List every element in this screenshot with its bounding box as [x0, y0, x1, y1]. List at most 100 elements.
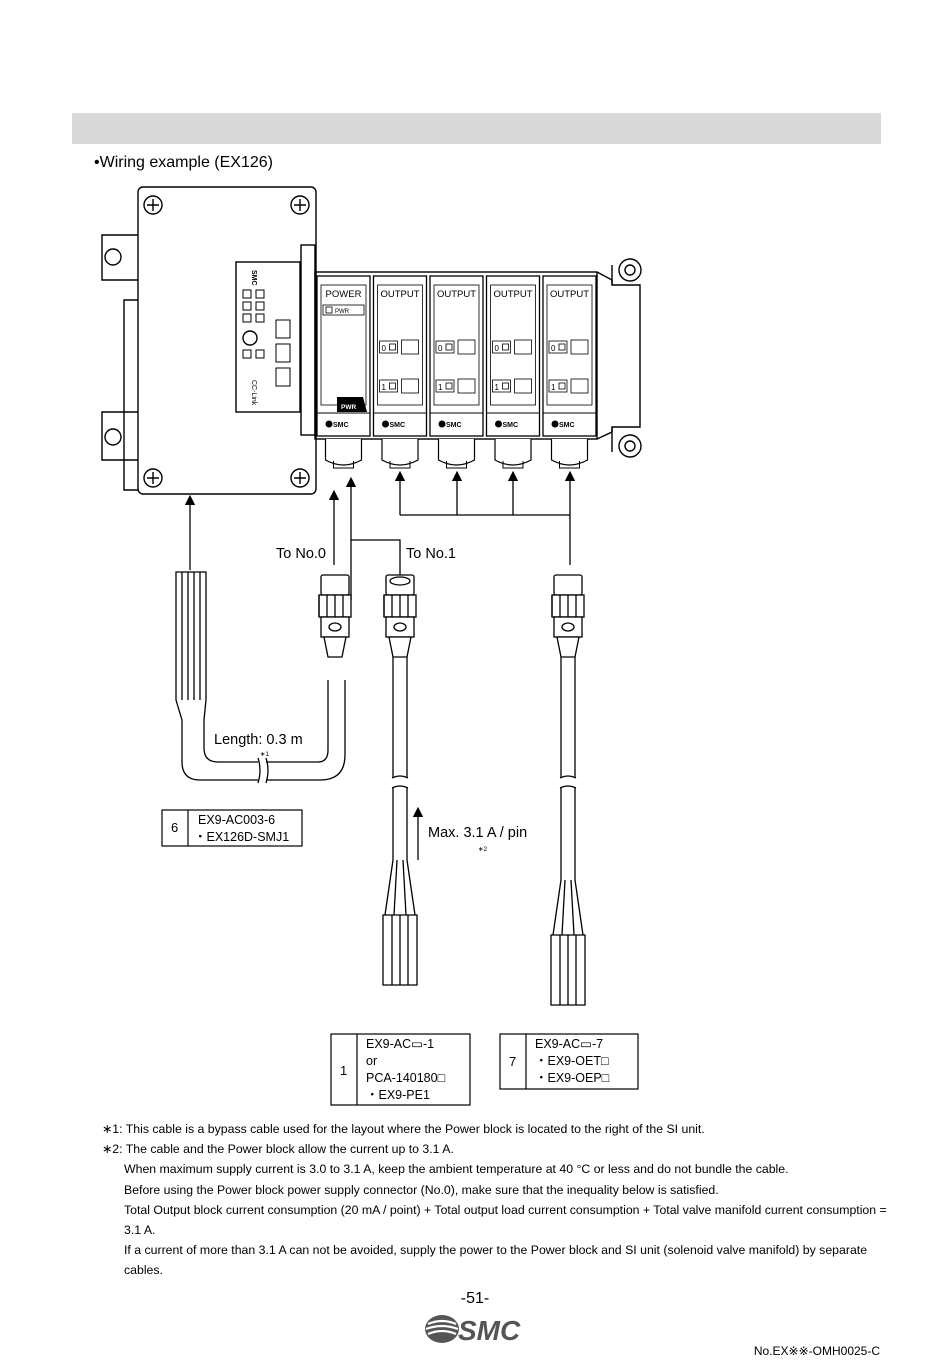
- channel-led: [558, 382, 566, 390]
- block-header: POWER: [326, 289, 362, 300]
- part-box-6-number: 6: [171, 820, 178, 835]
- block-header: OUTPUT: [550, 289, 589, 300]
- part-box-6-line: EX9-AC003-6: [198, 813, 275, 827]
- si-status-leds: [242, 289, 291, 387]
- io-block: OUTPUT SMC 0 1: [485, 275, 541, 469]
- channel-led: [389, 343, 396, 351]
- block-logo-icon: [551, 420, 559, 428]
- channel-label: 0: [382, 344, 387, 353]
- note-2a: When maximum supply current is 3.0 to 3.…: [124, 1162, 789, 1177]
- si-cclink: CC-Link: [250, 380, 257, 406]
- block-logo-icon: [325, 420, 333, 428]
- to-no0-label: To No.0: [276, 546, 326, 562]
- document-number: No.EX※※-OMH0025-C: [753, 1344, 880, 1358]
- block-header: OUTPUT: [380, 289, 419, 300]
- part-box-1-line: ・EX9-PE1: [366, 1088, 430, 1102]
- part-box-6: 6 EX9-AC003-6 ・EX126D-SMJ1: [161, 809, 303, 847]
- note-2d: If a current of more than 3.1 A can not …: [124, 1243, 868, 1278]
- cable-connector: [551, 574, 585, 658]
- block-brand: SMC: [333, 422, 349, 429]
- section-header-bar: [72, 113, 881, 144]
- pwr-indicator-label: PWR: [335, 309, 350, 315]
- io-block: OUTPUT SMC 0 1: [372, 275, 428, 469]
- part-box-1-line: PCA-140180□: [366, 1071, 446, 1085]
- io-block: OUTPUT SMC 0 1: [542, 275, 597, 469]
- block-logo-icon: [495, 420, 502, 428]
- footnotes: ∗1: This cable is a bypass cable used fo…: [102, 1119, 892, 1281]
- block-socket: [381, 439, 419, 466]
- note-2: ∗2: The cable and the Power block allow …: [102, 1139, 892, 1159]
- part-box-7-line: ・EX9-OEP□: [535, 1071, 610, 1085]
- cable-connector: [383, 574, 417, 658]
- length-note: ∗1: [260, 751, 269, 758]
- smc-logo-text: SMC: [458, 1315, 521, 1346]
- length-label: Length: 0.3 m: [214, 732, 303, 748]
- part-box-1: 1 EX9-AC▭-1 or PCA-140180□ ・EX9-PE1: [330, 1033, 471, 1106]
- block-socket: [324, 439, 363, 466]
- part-box-7: 7 EX9-AC▭-7 ・EX9-OET□ ・EX9-OEP□: [499, 1033, 639, 1090]
- block-socket: [550, 439, 589, 466]
- part-box-7-line: ・EX9-OET□: [535, 1054, 609, 1068]
- part-box-1-line: EX9-AC▭-1: [366, 1037, 434, 1051]
- channel-led: [389, 382, 396, 390]
- to-no1-label: To No.1: [406, 546, 456, 562]
- block-brand: SMC: [503, 422, 519, 429]
- channel-label: 0: [495, 344, 500, 353]
- block-brand: SMC: [390, 422, 406, 429]
- note-2b: Before using the Power block power suppl…: [124, 1182, 719, 1197]
- io-block: OUTPUT SMC 0 1: [429, 275, 484, 469]
- block-socket: [437, 439, 476, 466]
- channel-label: 0: [438, 344, 443, 353]
- channel-led: [502, 343, 509, 351]
- note-1-text: This cable is a bypass cable used for th…: [125, 1122, 705, 1136]
- smc-logo: SMC: [425, 1315, 521, 1346]
- page-title: •Wiring example (EX126): [94, 154, 273, 171]
- channel-label: 1: [382, 383, 387, 392]
- channel-label: 1: [438, 383, 443, 392]
- block-logo-icon: [382, 420, 389, 428]
- page-number: -51-: [460, 1290, 490, 1307]
- max-current-label: Max. 3.1 A / pin: [428, 825, 527, 841]
- channel-led: [558, 343, 566, 351]
- part-box-7-line: EX9-AC▭-7: [535, 1037, 603, 1051]
- block-brand: SMC: [446, 422, 462, 429]
- si-screws: [143, 195, 310, 488]
- block-brand: SMC: [559, 422, 575, 429]
- cable: [382, 657, 418, 986]
- channel-label: 0: [551, 344, 556, 353]
- note-1: ∗1: This cable is a bypass cable used fo…: [102, 1119, 892, 1139]
- part-box-1-line: or: [366, 1054, 377, 1068]
- pwr-tag: PWR: [341, 404, 356, 411]
- channel-label: 1: [495, 383, 500, 392]
- si-unit: [101, 186, 317, 495]
- channel-led: [445, 343, 453, 351]
- part-box-7-number: 7: [509, 1054, 516, 1069]
- block-header: OUTPUT: [437, 289, 476, 300]
- note-2c: Total Output block current consumption (…: [124, 1202, 887, 1238]
- pwr-led: [325, 306, 333, 314]
- cable-connector: [318, 574, 352, 658]
- block-header: OUTPUT: [493, 289, 532, 300]
- wiring-diagram: SMC CC-Link POWERSMCPWRPWROUTPUTSMC01OUT…: [101, 186, 642, 1106]
- block-socket-pin: [389, 461, 411, 469]
- note-2-text: The cable and the Power block allow the …: [125, 1142, 454, 1157]
- max-current-note: ∗2: [478, 846, 487, 853]
- wiring-lines: [184, 470, 576, 860]
- io-block: POWER SMC PWR PWR: [316, 275, 371, 469]
- block-socket-pin: [333, 461, 354, 469]
- connector-group: [318, 574, 586, 1006]
- block-logo-icon: [438, 420, 446, 428]
- channel-label: 1: [551, 383, 556, 392]
- block-socket-pin: [502, 461, 524, 469]
- io-blocks: POWERSMCPWRPWROUTPUTSMC01OUTPUTSMC01OUTP…: [316, 275, 597, 469]
- cable: [550, 657, 586, 1006]
- bypass-cable: [175, 571, 346, 784]
- smc-logo-mark: [425, 1315, 459, 1343]
- channel-led: [445, 382, 453, 390]
- block-socket-pin: [559, 461, 580, 469]
- block-socket: [494, 439, 532, 466]
- part-box-1-number: 1: [340, 1063, 347, 1078]
- block-socket-pin: [446, 461, 467, 469]
- si-brand: SMC: [250, 270, 257, 286]
- note-1-mark: ∗1:: [102, 1122, 123, 1136]
